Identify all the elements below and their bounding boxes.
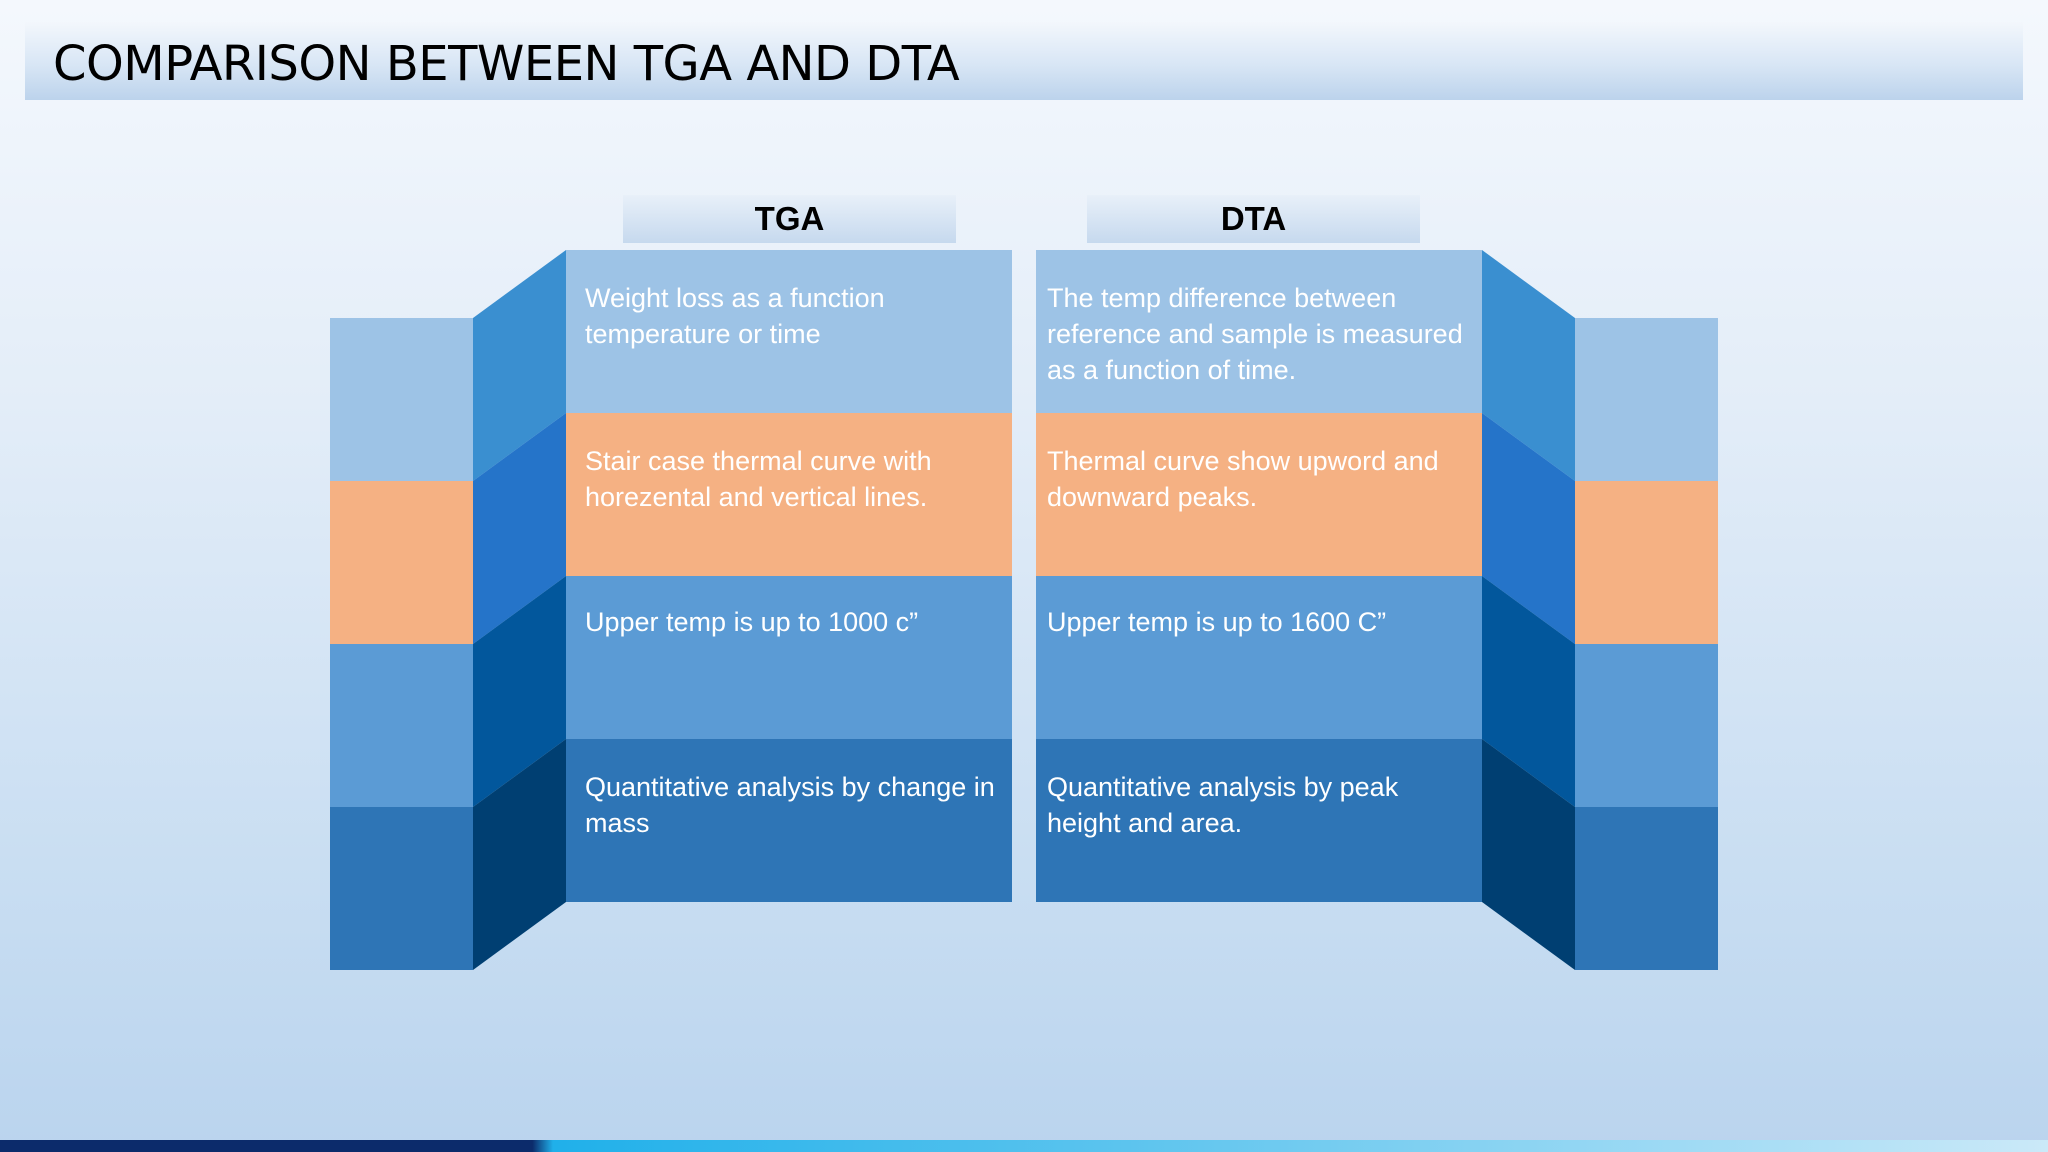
left-side-block-3 xyxy=(330,644,473,807)
dta-header: DTA xyxy=(1087,195,1420,243)
right-side-block-4 xyxy=(1575,807,1718,970)
left-side-block-2 xyxy=(330,481,473,644)
dta-cell-3: Upper temp is up to 1600 C” xyxy=(1036,576,1482,739)
bottom-accent-bar xyxy=(0,1140,2048,1152)
tga-header-label: TGA xyxy=(754,200,825,237)
right-fold-face-3 xyxy=(1482,576,1575,807)
right-side-block-3 xyxy=(1575,644,1718,807)
left-fold-face-3 xyxy=(473,576,566,807)
right-side-block-1 xyxy=(1575,318,1718,481)
page-title: COMPARISON BETWEEN TGA AND DTA xyxy=(53,36,960,92)
left-side-block-4 xyxy=(330,807,473,970)
left-fold-face-2 xyxy=(473,413,566,644)
tga-cell-3: Upper temp is up to 1000 c” xyxy=(566,576,1012,739)
right-fold-face-2 xyxy=(1482,413,1575,644)
left-side-block-1 xyxy=(330,318,473,481)
tga-cell-1: Weight loss as a function temperature or… xyxy=(566,250,1012,413)
right-side-block-2 xyxy=(1575,481,1718,644)
right-fold-face-4 xyxy=(1482,739,1575,970)
title-bar: COMPARISON BETWEEN TGA AND DTA xyxy=(25,22,2023,100)
tga-header: TGA xyxy=(623,195,956,243)
dta-cell-4: Quantitative analysis by peak height and… xyxy=(1036,739,1482,902)
dta-cell-2: Thermal curve show upword and downward p… xyxy=(1036,413,1482,576)
left-fold-face-4 xyxy=(473,739,566,970)
left-fold-face-1 xyxy=(473,250,566,481)
tga-cell-4: Quantitative analysis by change in mass xyxy=(566,739,1012,902)
right-fold-face-1 xyxy=(1482,250,1575,481)
dta-header-label: DTA xyxy=(1220,200,1287,237)
dta-cell-1: The temp difference between reference an… xyxy=(1036,250,1482,413)
tga-cell-2: Stair case thermal curve with horezental… xyxy=(566,413,1012,576)
